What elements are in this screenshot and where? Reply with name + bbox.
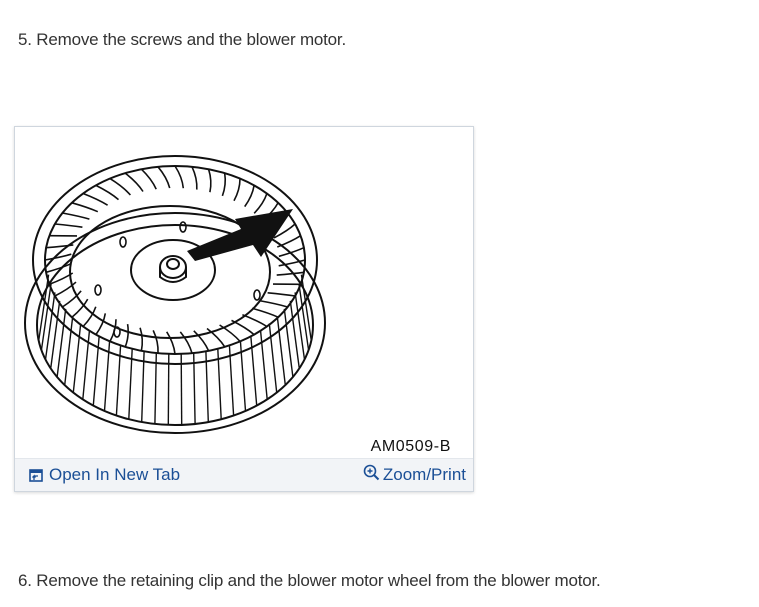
open-in-new-tab-label: Open In New Tab [49,465,181,484]
zoom-print-link[interactable]: Zoom/Print [363,464,466,485]
open-in-new-tab-link[interactable]: Open In New Tab [29,465,180,485]
zoom-print-label: Zoom/Print [382,465,466,484]
figure-caption: AM0509-B [370,438,451,455]
figure-toolbar: Open In New Tab Zoom/Print [15,458,473,491]
blower-wheel-illustration [24,155,326,434]
step-5-text: 5. Remove the screws and the blower moto… [18,30,346,49]
figure-panel: AM0509-B Open In New Tab Zoom/Print [14,126,474,492]
step-6-text: 6. Remove the retaining clip and the blo… [18,571,601,590]
open-new-tab-icon [29,468,43,482]
zoom-in-icon [363,464,380,480]
